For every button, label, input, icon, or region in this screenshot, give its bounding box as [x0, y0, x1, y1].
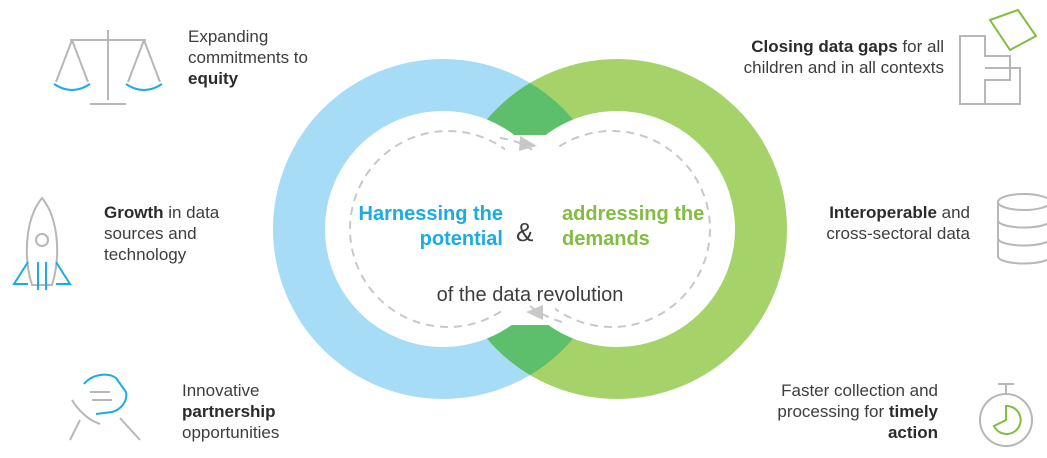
handshake-icon	[69, 373, 141, 441]
scales-icon	[53, 30, 163, 105]
addressing-title: addressing the demands	[562, 203, 705, 250]
dashed-cross-bottom	[529, 305, 563, 323]
dashed-cross-top	[499, 137, 533, 151]
rocket-icon	[12, 196, 72, 290]
equity-text: Expanding commitments to equity	[188, 27, 308, 88]
arrow-head-bottom	[526, 305, 543, 320]
ampersand: &	[516, 217, 534, 247]
subtitle: of the data revolution	[436, 284, 624, 306]
arrow-head-top	[519, 136, 537, 151]
puzzle-icon	[959, 8, 1038, 105]
dashed-loop-right	[513, 130, 711, 328]
gaps-text: Closing data gaps for all children and i…	[743, 37, 944, 77]
growth-text: Growth in data sources and technology	[104, 203, 220, 264]
partnership-text: Innovative partnership opportunities	[182, 381, 280, 442]
interoperable-text: Interoperable and cross-sectoral data	[826, 203, 970, 243]
database-icon	[997, 193, 1047, 265]
timely-text: Faster collection and processing for tim…	[777, 381, 938, 442]
harnessing-title: Harnessing the potential	[358, 203, 503, 250]
stopwatch-icon	[979, 383, 1033, 447]
